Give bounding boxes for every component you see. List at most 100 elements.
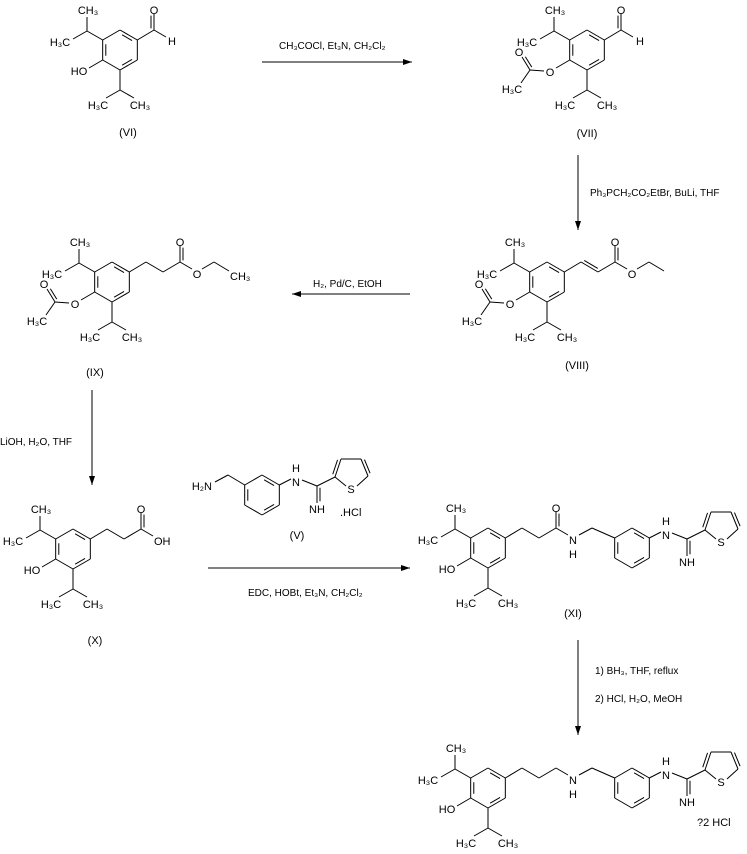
bond — [649, 771, 662, 779]
hydrogen-label: H — [292, 463, 300, 475]
benzene-ring-edge — [546, 261, 565, 273]
benzene-ring-edge — [487, 557, 506, 569]
bond — [555, 767, 569, 776]
reaction-arrow-3-head — [292, 291, 301, 297]
methyl-label: CH₃ — [498, 598, 518, 610]
methyl-label: H₃C — [477, 269, 497, 281]
bond — [489, 301, 505, 304]
benzene-ring-edge — [614, 767, 633, 779]
oxygen-label: O — [150, 5, 159, 17]
bond — [520, 69, 531, 84]
bond — [162, 261, 181, 273]
bond — [213, 261, 230, 272]
benzene-ring-edge — [102, 29, 121, 41]
benzene-ring-edge — [94, 291, 113, 303]
bond — [360, 458, 369, 477]
nitrogen-label: N — [662, 770, 670, 782]
bond — [123, 528, 142, 540]
imine-label: NH — [309, 504, 325, 516]
oxygen-label: O — [40, 279, 49, 291]
bond — [334, 458, 342, 478]
bond — [72, 30, 88, 40]
bond — [119, 89, 135, 99]
sulfur-label: S — [347, 484, 354, 496]
benzene-ring-edge — [470, 797, 489, 809]
bond — [316, 476, 336, 487]
bond — [111, 321, 127, 331]
reagent-text-6a: 1) BH₃, THF, reflux — [595, 666, 678, 677]
bond — [586, 89, 602, 99]
benzene-ring-edge — [487, 527, 506, 539]
methyl-label: H₃C — [27, 316, 47, 328]
bond — [78, 262, 95, 273]
bond — [730, 751, 739, 770]
double-bond-line — [49, 288, 58, 300]
benzene-ring-inner-bond — [113, 290, 125, 298]
oxygen-label: O — [617, 5, 626, 17]
bond — [555, 59, 570, 69]
hydroxyl-label: HO — [439, 564, 456, 576]
methyl-label: H₃C — [80, 332, 100, 344]
double-bond-line — [734, 512, 741, 527]
bond — [704, 529, 717, 540]
benzene-ring-edge — [529, 261, 548, 273]
nitrogen-label: N — [662, 530, 670, 542]
benzene-ring-inner-bond — [548, 290, 560, 298]
bond — [72, 588, 88, 598]
bond — [649, 531, 662, 539]
bond — [604, 29, 622, 41]
benzene-ring-edge — [244, 474, 263, 486]
benzene-ring-edge — [614, 557, 633, 569]
bond — [597, 261, 616, 273]
benzene-ring-edge — [111, 261, 130, 273]
double-bond-line — [332, 459, 339, 475]
bond — [487, 587, 503, 597]
benzene-ring-edge — [94, 261, 113, 273]
reagent-text-3: H₂, Pd/C, EtOH — [313, 279, 382, 290]
benzene-ring-inner-bond — [588, 34, 600, 42]
benzene-ring-edge — [72, 558, 91, 570]
bond — [105, 89, 121, 99]
benzene-ring-edge — [261, 474, 280, 486]
bond — [454, 528, 471, 539]
double-bond-line — [364, 459, 371, 474]
bond — [499, 262, 515, 272]
bond — [671, 532, 688, 540]
benzene-ring-edge — [470, 767, 489, 779]
bond — [39, 529, 56, 540]
salt-label: ?2 HCl — [697, 817, 731, 829]
bond — [137, 29, 155, 41]
sulfur-label: S — [717, 537, 724, 549]
bond — [686, 769, 706, 780]
bond — [532, 321, 548, 331]
benzene-ring-edge — [55, 528, 74, 540]
bond — [179, 261, 193, 270]
bond — [480, 301, 491, 316]
methyl-label: H₃C — [456, 598, 476, 610]
reaction-arrow-1-head — [403, 59, 412, 65]
methyl-label: H₃C — [502, 84, 522, 96]
bond — [279, 478, 292, 486]
reaction-arrow-6-head — [575, 726, 581, 735]
methyl-label: CH₃ — [505, 237, 525, 249]
bond — [686, 529, 706, 540]
benzene-ring-edge — [586, 29, 605, 41]
oxygen-label: O — [71, 299, 80, 311]
bond — [726, 768, 739, 780]
methyl-label: H₃C — [462, 316, 482, 328]
bond — [356, 475, 369, 487]
bond — [671, 772, 688, 780]
double-bond-line — [484, 288, 493, 300]
benzene-ring-edge — [244, 504, 263, 516]
benzene-ring-edge — [102, 59, 121, 71]
reagent-text-4: LiOH, H₂O, THF — [0, 437, 72, 448]
bond — [730, 511, 739, 530]
methyl-label: CH₃ — [230, 271, 250, 283]
bond — [41, 558, 56, 568]
reagent-text-1: CH₃COCl, Et₃N, CH₂Cl₂ — [279, 41, 386, 52]
benzene-ring-inner-bond — [489, 556, 501, 564]
oxygen-label: O — [611, 237, 620, 249]
bond — [301, 479, 318, 487]
benzene-ring-inner-bond — [263, 503, 275, 511]
benzene-ring-inner-bond — [633, 532, 645, 540]
